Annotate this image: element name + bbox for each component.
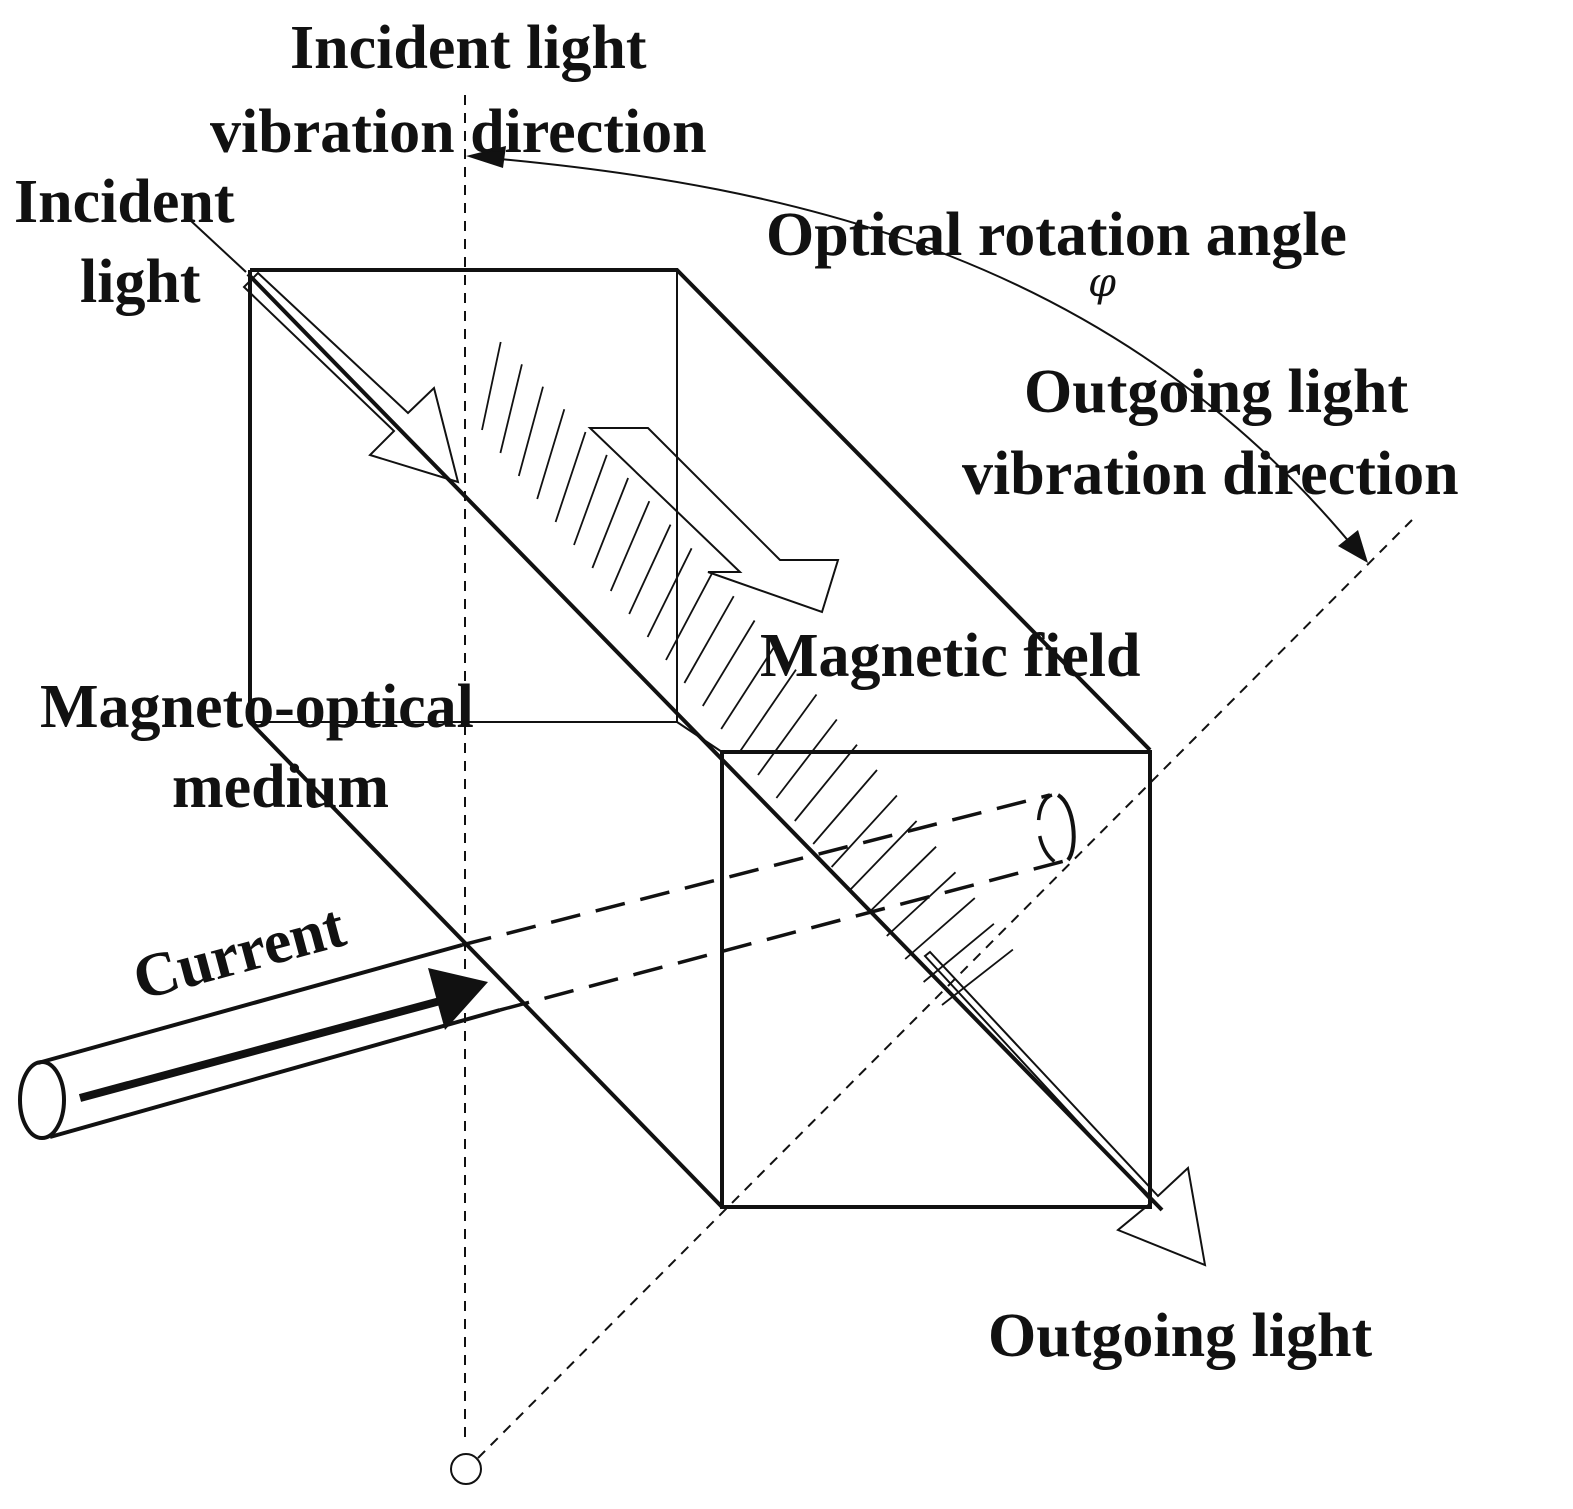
incident-light-label-line2: light bbox=[80, 248, 201, 316]
hatch-line bbox=[830, 794, 898, 868]
hatch-line bbox=[867, 846, 937, 914]
hatch-line bbox=[591, 477, 629, 569]
light-ray bbox=[189, 219, 1207, 1267]
current-arrow-shaft bbox=[78, 993, 457, 1102]
hatch-line bbox=[702, 620, 756, 707]
hatch-line bbox=[536, 409, 566, 500]
hatch-line bbox=[554, 431, 587, 523]
incident-light-arrow bbox=[242, 271, 460, 484]
hatch-line bbox=[481, 341, 502, 431]
current-path-dashed bbox=[461, 793, 1076, 1012]
hatch-line bbox=[812, 769, 878, 845]
hatch-line bbox=[794, 744, 858, 822]
hatch-line bbox=[720, 644, 777, 730]
hatch-line bbox=[775, 718, 838, 799]
magnetic-field-label: Magnetic field bbox=[760, 622, 1141, 690]
incident-light-label-line1: Incident bbox=[14, 168, 235, 236]
hatch-line bbox=[573, 454, 608, 546]
current-label: Current bbox=[126, 892, 352, 1014]
hatch-line bbox=[886, 871, 957, 937]
rotation-angle-arc bbox=[466, 146, 1368, 563]
hatch-line bbox=[628, 524, 672, 615]
rotation-angle-symbol: φ bbox=[1088, 260, 1116, 306]
outgoing-vibration-label-line2: vibration direction bbox=[962, 440, 1459, 508]
hatch-line bbox=[665, 571, 714, 661]
hatch-line bbox=[517, 386, 544, 477]
hatch-line bbox=[849, 820, 918, 891]
hatch-line bbox=[904, 897, 976, 960]
outgoing-vibration-label-line1: Outgoing light bbox=[1024, 358, 1408, 426]
polarization-plane-hatching bbox=[481, 341, 1014, 1006]
hatch-line bbox=[646, 547, 693, 638]
hatch-line bbox=[923, 923, 995, 983]
axis-origin-circle bbox=[450, 1453, 482, 1485]
hatch-line bbox=[738, 669, 797, 753]
medium-label-line2: medium bbox=[172, 753, 389, 821]
current-arrow-head bbox=[428, 968, 488, 1030]
magneto-optical-medium-box bbox=[248, 268, 1152, 1209]
outgoing-vibration-axis bbox=[477, 519, 1413, 1459]
current-conductor bbox=[18, 943, 501, 1140]
magnetic-field-arrow bbox=[587, 427, 840, 614]
rotation-angle-label: Optical rotation angle bbox=[766, 201, 1347, 269]
medium-label-line1: Magneto-optical bbox=[40, 673, 474, 741]
incident-vibration-label-line2: vibration direction bbox=[210, 98, 707, 166]
hatch-line bbox=[499, 364, 523, 454]
hatch-line bbox=[757, 693, 818, 776]
hatch-line bbox=[683, 595, 735, 684]
hatch-line bbox=[609, 500, 651, 592]
incident-vibration-label-line1: Incident light bbox=[290, 14, 647, 82]
outgoing-light-label: Outgoing light bbox=[988, 1302, 1372, 1370]
